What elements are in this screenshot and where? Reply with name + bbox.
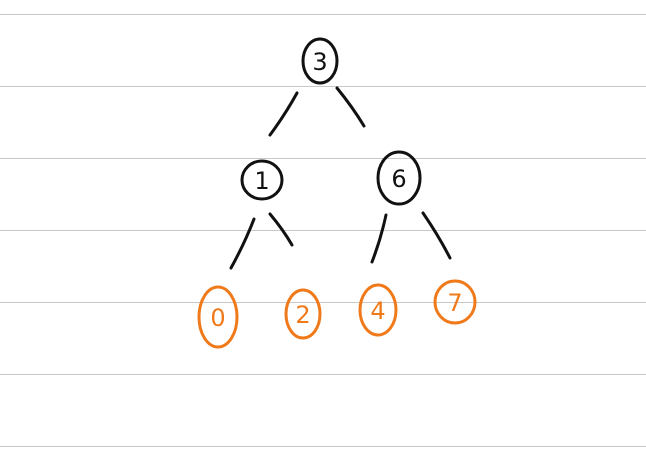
node-circle-3 xyxy=(301,37,339,85)
edge-n3-n6 xyxy=(335,86,366,128)
node-circle-0 xyxy=(197,285,239,349)
node-label-6: 6 xyxy=(391,165,406,193)
node-circle-6 xyxy=(376,150,422,206)
edge-n1-n2 xyxy=(268,212,294,247)
edge-n6-n7 xyxy=(421,211,452,260)
node-label-7: 7 xyxy=(447,289,462,317)
tree-node-3: 3 xyxy=(301,37,339,85)
edge-n6-n4 xyxy=(370,213,388,264)
node-label-0: 0 xyxy=(210,304,225,332)
tree-node-6: 6 xyxy=(376,150,422,206)
node-label-1: 1 xyxy=(254,167,269,195)
edge-n3-n1 xyxy=(268,91,299,137)
tree-edges xyxy=(229,86,452,270)
node-circle-7 xyxy=(433,279,477,325)
edge-n1-n0 xyxy=(229,217,256,270)
node-label-4: 4 xyxy=(370,297,385,325)
node-circle-4 xyxy=(358,283,398,337)
tree-node-0: 0 xyxy=(197,285,239,349)
node-circle-2 xyxy=(284,288,322,340)
tree-nodes: 3 1 6 0 2 4 7 xyxy=(197,37,477,349)
tree-node-4: 4 xyxy=(358,283,398,337)
tree-node-2: 2 xyxy=(284,288,322,340)
tree-node-7: 7 xyxy=(433,279,477,325)
tree-node-1: 1 xyxy=(240,159,284,201)
node-label-3: 3 xyxy=(312,48,327,76)
node-circle-1 xyxy=(240,159,284,201)
node-label-2: 2 xyxy=(295,301,310,329)
ruled-lines xyxy=(0,14,646,447)
